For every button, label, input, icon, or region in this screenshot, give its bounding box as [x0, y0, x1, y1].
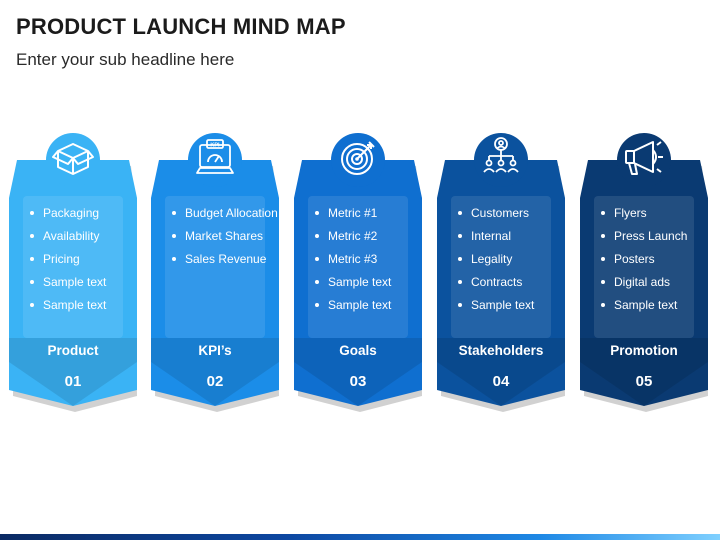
mindmap-column-product: Packaging Availability Pricing Sample te…: [5, 130, 141, 420]
list-item: Sample text: [29, 298, 137, 313]
list-item: Posters: [600, 252, 708, 267]
page-title: PRODUCT LAUNCH MIND MAP: [16, 14, 346, 39]
list-item: Metric #1: [314, 206, 422, 221]
list-item: Market Shares: [171, 229, 279, 244]
mindmap-column-promotion: Flyers Press Launch Posters Digital ads …: [576, 130, 712, 420]
list-item: Contracts: [457, 275, 565, 290]
target-icon: [341, 141, 375, 175]
list-item: Digital ads: [600, 275, 708, 290]
item-list: Metric #1 Metric #2 Metric #3 Sample tex…: [314, 206, 422, 321]
column-number: 03: [349, 373, 367, 390]
column-shape: [9, 133, 137, 412]
column-shape: [294, 133, 422, 412]
mindmap-column-stakeholders: Customers Internal Legality Contracts Sa…: [433, 130, 569, 420]
list-item: Metric #2: [314, 229, 422, 244]
box-icon: [52, 143, 94, 175]
column-label: Stakeholders: [458, 343, 544, 358]
list-item: Pricing: [29, 252, 137, 267]
page-subtitle: Enter your sub headline here: [16, 50, 235, 69]
column-number: 05: [635, 373, 653, 390]
list-item: Sales Revenue: [171, 252, 279, 267]
item-list: Budget Allocation Market Shares Sales Re…: [171, 206, 279, 275]
column-number: 02: [206, 373, 224, 390]
item-list: Packaging Availability Pricing Sample te…: [29, 206, 137, 321]
megaphone-icon: [625, 141, 663, 175]
list-item: Sample text: [314, 275, 422, 290]
column-shape: [437, 133, 565, 412]
kpi-dashboard-icon: KPI: [196, 139, 234, 174]
list-item: Legality: [457, 252, 565, 267]
list-item: Sample text: [29, 275, 137, 290]
column-shape: [151, 133, 279, 412]
column-number: 01: [64, 373, 82, 390]
mindmap-column-kpis: KPI Budget Allocation Market Shares Sale…: [147, 130, 283, 420]
column-label: Goals: [339, 343, 377, 358]
column-label: Promotion: [610, 343, 678, 358]
list-item: Press Launch: [600, 229, 708, 244]
column-shape: [580, 133, 708, 412]
column-number: 04: [492, 373, 510, 390]
list-item: Packaging: [29, 206, 137, 221]
list-item: Sample text: [314, 298, 422, 313]
footer-gradient-bar: [0, 534, 720, 540]
list-item: Customers: [457, 206, 565, 221]
column-label: Product: [47, 343, 99, 358]
list-item: Flyers: [600, 206, 708, 221]
list-item: Sample text: [457, 298, 565, 313]
list-item: Budget Allocation: [171, 206, 279, 221]
stakeholders-network-icon: [483, 137, 519, 173]
list-item: Internal: [457, 229, 565, 244]
list-item: Metric #3: [314, 252, 422, 267]
svg-text:KPI: KPI: [210, 143, 220, 149]
list-item: Availability: [29, 229, 137, 244]
mindmap-column-goals: Metric #1 Metric #2 Metric #3 Sample tex…: [290, 130, 426, 420]
list-item: Sample text: [600, 298, 708, 313]
item-list: Customers Internal Legality Contracts Sa…: [457, 206, 565, 321]
item-list: Flyers Press Launch Posters Digital ads …: [600, 206, 708, 321]
column-label: KPI’s: [198, 343, 232, 358]
